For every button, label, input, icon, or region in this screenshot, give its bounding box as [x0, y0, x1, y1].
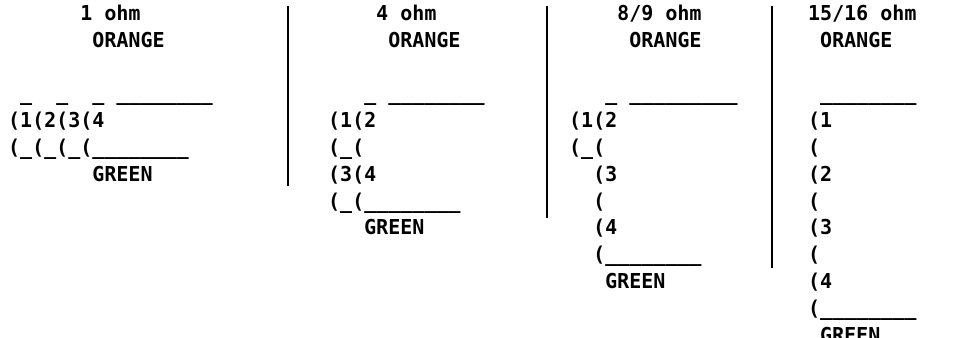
panel-1-ohm: 1 ohm ORANGE _ _ _ ________ (1(2(3(4 (_(…: [8, 0, 213, 188]
panel-4-ohm: 4 ohm ORANGE _ ________ (1(2 (_( (3(4 (_…: [328, 0, 485, 241]
divider-1: [287, 6, 289, 186]
panel-15-16-ohm-art: 15/16 ohm ORANGE ________ (1 ( (2 ( (3 (…: [808, 1, 917, 338]
divider-2: [546, 6, 548, 218]
panel-15-16-ohm: 15/16 ohm ORANGE ________ (1 ( (2 ( (3 (…: [808, 0, 916, 338]
panel-1-ohm-art: 1 ohm ORANGE _ _ _ ________ (1(2(3(4 (_(…: [8, 1, 213, 186]
panel-8-9-ohm: 8/9 ohm ORANGE _ _________ (1(2 (_( (3 (…: [569, 0, 738, 295]
divider-3: [771, 6, 773, 268]
panel-8-9-ohm-art: 8/9 ohm ORANGE _ _________ (1(2 (_( (3 (…: [569, 1, 738, 293]
panel-4-ohm-art: 4 ohm ORANGE _ ________ (1(2 (_( (3(4 (_…: [328, 1, 485, 240]
